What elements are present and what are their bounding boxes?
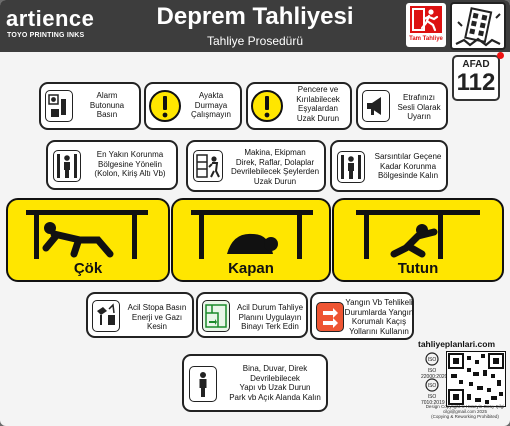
- iso-7010-badge: ISO ISO 7010:2019: [421, 378, 445, 406]
- step-dont-stand: Ayakta Durmaya Çalışmayın: [144, 82, 242, 130]
- action-hold: Tutun: [332, 198, 504, 282]
- earthquake-building-icon: [450, 2, 506, 50]
- fire-exit-icon: [316, 302, 344, 332]
- drop-crawl-icon: [26, 210, 148, 259]
- header-bar: artience TOYO PRINTING INKS Deprem Tahli…: [0, 0, 510, 52]
- step-wait: Sarsıntılar Geçene Kadar Korunma Bölgesi…: [330, 140, 448, 192]
- afad-dot-icon: [497, 52, 504, 59]
- step-open-area: Bina, Duvar, Direk Devrilebilecek Yapı v…: [182, 354, 328, 412]
- step-wait-text: Sarsıntılar Geçene Kadar Korunma Bölgesi…: [374, 152, 442, 180]
- hold-on-icon: [356, 210, 480, 259]
- brand-name: artience: [6, 6, 95, 31]
- step-fire-escape-text: Yangın Vb Tehlikeli Durumlarda Yangın Ko…: [344, 298, 414, 336]
- energy-gas-shutoff-icon: [92, 300, 120, 332]
- alarm-button-icon: [45, 90, 73, 122]
- evacuation-plan-icon: [202, 300, 230, 332]
- step-windows-text: Pencere ve Kırılabilecek Eşyalardan Uzak…: [296, 85, 340, 123]
- step-alarm: Alarm Butonuna Basın: [39, 82, 141, 130]
- iso-7010-label: ISO 7010:2019: [421, 394, 445, 406]
- afad-label: AFAD: [462, 59, 490, 70]
- step-open-area-text: Bina, Duvar, Direk Devrilebilecek Yapı v…: [229, 364, 321, 402]
- action-drop: Çök: [6, 198, 170, 282]
- megaphone-icon: [362, 90, 390, 122]
- step-safe-zone: En Yakın Korunma Bölgesine Yönelin (Kolo…: [46, 140, 178, 190]
- step-alarm-text: Alarm Butonuna Basın: [89, 91, 125, 119]
- afad-number: 112: [456, 69, 496, 96]
- iso-22000-badge: ISO ISO 22000:2020: [421, 352, 448, 380]
- step-evacuation-plan: Acil Durum Tahliye Planını Uygulayın Bin…: [196, 292, 308, 338]
- action-cover: Kapan: [171, 198, 331, 282]
- step-notify-text: Etrafınızı Sesli Olarak Uyarın: [397, 93, 441, 121]
- copyright-notice: Design Copyright © Hüseyin Giray Çilgi c…: [425, 404, 505, 419]
- afad-emergency-number: AFAD 112: [452, 52, 504, 101]
- step-evacuation-plan-text: Acil Durum Tahliye Planını Uygulayın Bin…: [236, 303, 304, 331]
- brand-logo: artience TOYO PRINTING INKS: [6, 6, 104, 44]
- warning-exclamation-icon: [149, 90, 181, 122]
- step-safe-zone-text: En Yakın Korunma Bölgesine Yönelin (Kolo…: [94, 150, 166, 178]
- action-drop-label: Çök: [73, 260, 103, 277]
- svg-text:ISO: ISO: [428, 357, 437, 363]
- step-dont-stand-text: Ayakta Durmaya Çalışmayın: [190, 91, 231, 119]
- qr-code[interactable]: [446, 351, 506, 407]
- step-machinery-text: Makina, Ekipman Direk, Raflar, Dolaplar …: [230, 148, 320, 186]
- page-subtitle: Tahliye Prosedürü: [206, 34, 304, 48]
- svg-text:ISO: ISO: [428, 383, 437, 389]
- step-emergency-stop: Acil Stopa Basın Enerji ve Gazı Kesin: [86, 292, 194, 338]
- step-fire-escape: Yangın Vb Tehlikeli Durumlarda Yangın Ko…: [310, 292, 414, 340]
- cover-head-icon: [191, 210, 313, 259]
- iso-22000-label: ISO 22000:2020: [421, 368, 448, 380]
- person-standing-icon: [189, 366, 217, 402]
- full-evacuation-badge: Tam Tahliye: [406, 3, 446, 47]
- person-standing-icon: [337, 151, 365, 183]
- action-cover-label: Kapan: [228, 260, 274, 277]
- step-notify: Etrafınızı Sesli Olarak Uyarın: [356, 82, 448, 130]
- full-evacuation-label: Tam Tahliye: [409, 36, 443, 42]
- brand-tagline: TOYO PRINTING INKS: [7, 32, 85, 39]
- step-machinery: Makina, Ekipman Direk, Raflar, Dolaplar …: [186, 140, 326, 192]
- step-emergency-stop-text: Acil Stopa Basın Enerji ve Gazı Kesin: [127, 303, 187, 331]
- person-standing-icon: [53, 150, 81, 182]
- running-man-exit-icon: [410, 6, 442, 33]
- warning-exclamation-icon: [251, 90, 283, 122]
- step-windows: Pencere ve Kırılabilecek Eşyalardan Uzak…: [246, 82, 352, 130]
- website-url[interactable]: tahliyeplanlari.com: [418, 339, 495, 349]
- falling-shelves-icon: [193, 150, 223, 182]
- page-title: Deprem Tahliyesi: [156, 3, 354, 30]
- action-hold-label: Tutun: [397, 260, 439, 277]
